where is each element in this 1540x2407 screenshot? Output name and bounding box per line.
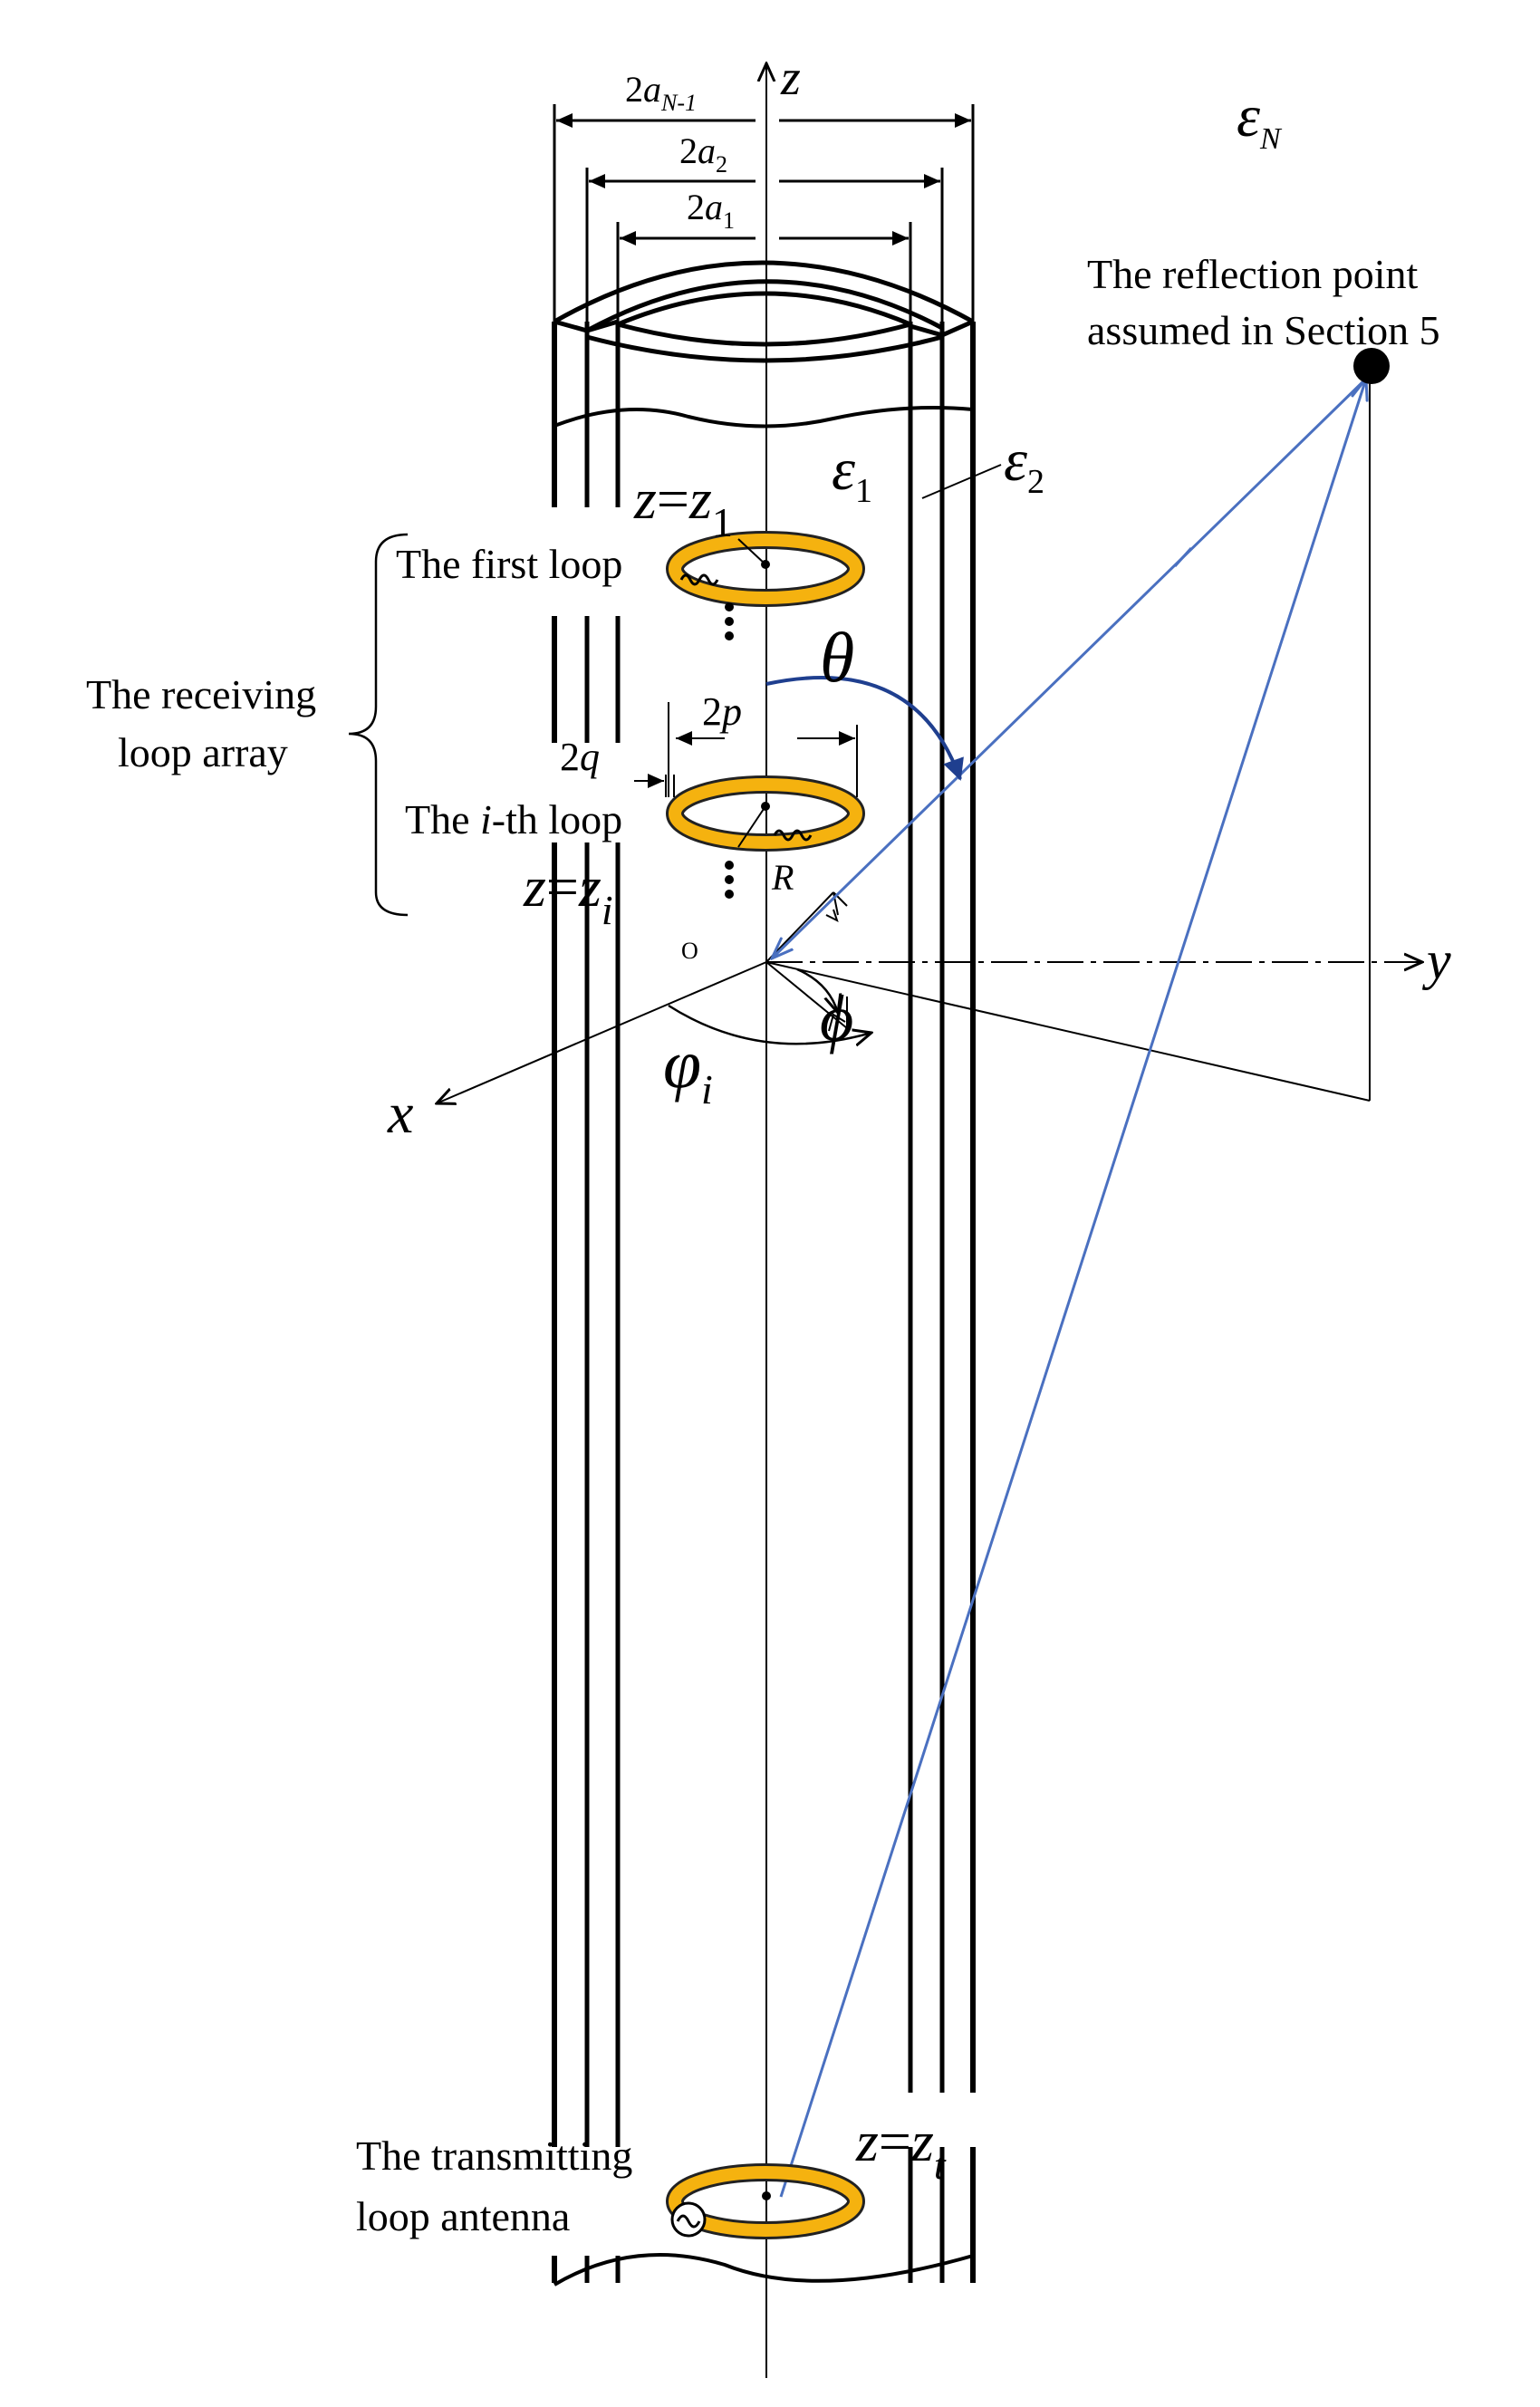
receiving-brace <box>348 533 409 917</box>
zt-label: z=zt <box>855 2109 947 2188</box>
z-axis-label: z <box>780 50 801 106</box>
dim-2p-2q <box>634 702 858 797</box>
transmitting-label-line1: The transmitting <box>356 2133 632 2179</box>
dim-a1-label: 2a1 <box>687 187 735 234</box>
dim-aN1-label: 2aN-1 <box>625 69 697 116</box>
rays <box>772 377 1368 2198</box>
ith-loop-label: The i-th loop <box>405 796 622 842</box>
eps-N-label: εN <box>1237 83 1283 156</box>
borehole-bottom-rim <box>553 2253 974 2287</box>
first-loop <box>666 531 865 607</box>
borehole-top-rims <box>553 260 975 428</box>
eps2-leader <box>921 464 1002 499</box>
dotted-wall-segments <box>584 326 945 421</box>
z1-label: z=z1 <box>633 467 733 545</box>
ith-loop <box>666 775 865 852</box>
theta-arc <box>765 676 964 781</box>
zi-label: z=zi <box>523 854 613 933</box>
first-loop-label: The first loop <box>396 541 622 587</box>
transmitting-loop <box>666 2163 865 2239</box>
dim-a2-label: 2a2 <box>679 130 727 178</box>
transmitting-label-line2: loop antenna <box>356 2193 570 2239</box>
array-dots <box>725 602 734 899</box>
reflected-ray <box>772 377 1368 958</box>
dimension-lines <box>553 104 975 322</box>
receiving-label-line1: The receiving <box>86 671 316 717</box>
borehole-walls <box>552 322 976 2283</box>
axes <box>437 63 1422 2378</box>
varphi-label: φi <box>663 1026 713 1112</box>
reflection-label-line2: assumed in Section 5 <box>1087 307 1440 353</box>
reflection-label-line1: The reflection point <box>1087 251 1419 297</box>
y-axis-label: y <box>1421 930 1451 990</box>
receiving-label-line2: loop array <box>118 729 288 775</box>
phi-label: ϕ <box>820 982 853 1054</box>
incident-ray <box>779 379 1366 2198</box>
projection-line <box>765 961 1371 1102</box>
x-axis-label: x <box>387 1081 413 1145</box>
reflection-point <box>1353 348 1390 384</box>
R-label: R <box>771 857 794 898</box>
dim-2q-label: 2q <box>560 735 600 779</box>
x-axis-line <box>437 961 767 1103</box>
eps-2-label: ε2 <box>1004 428 1044 501</box>
dim-2p-label: 2p <box>702 689 742 734</box>
theta-label: θ <box>820 618 854 697</box>
eps-1-label: ε1 <box>832 437 872 510</box>
wall-gaps <box>548 507 978 2256</box>
geometry-lines <box>668 891 871 1044</box>
origin-label: O <box>681 938 698 964</box>
